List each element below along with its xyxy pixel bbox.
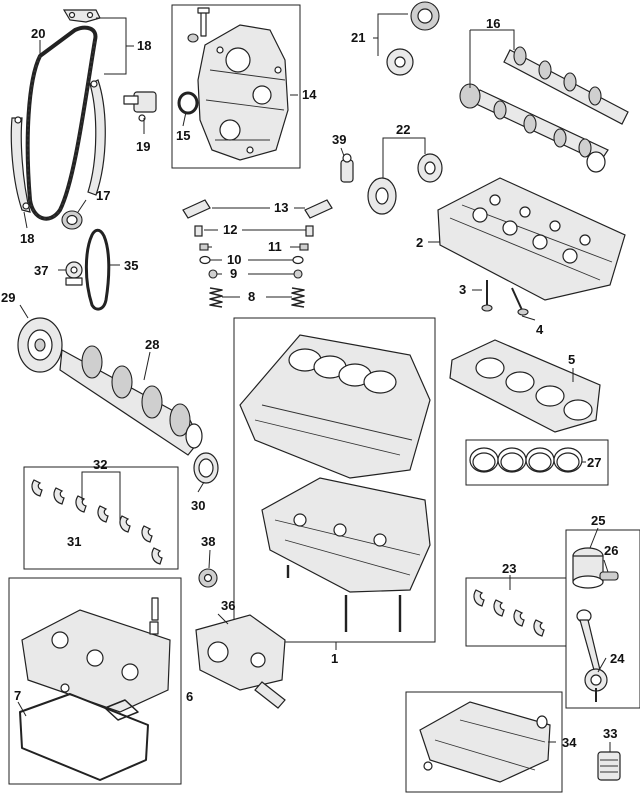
crankshaft	[59, 345, 203, 456]
valve-cover-gasket	[19, 683, 149, 781]
callout-29: 29	[1, 290, 15, 305]
callout-labels: 1 2 3 4 5 6 7 8 9 10 11 12 13 14 15 16 1…	[1, 16, 625, 750]
callout-21: 21	[351, 30, 365, 45]
camshafts	[459, 46, 629, 173]
crank-sprocket	[61, 210, 83, 230]
callout-35: 35	[124, 258, 138, 273]
drive-belt	[84, 228, 111, 311]
timing-cover-bolt	[197, 7, 210, 37]
piston	[572, 547, 619, 589]
exhaust-valve	[511, 287, 529, 316]
piston-rings	[469, 447, 583, 473]
oil-control-valve	[340, 153, 354, 183]
callout-37: 37	[34, 263, 48, 278]
crank-pulley	[17, 317, 63, 373]
callout-28: 28	[145, 337, 159, 352]
callout-17: 17	[96, 188, 110, 203]
rear-main-seal	[193, 452, 219, 484]
head-gasket	[449, 339, 601, 433]
oil-pump	[195, 614, 286, 709]
callout-9: 9	[230, 266, 237, 281]
callout-19: 19	[136, 139, 150, 154]
callout-34: 34	[562, 735, 577, 750]
callout-18a: 18	[137, 38, 151, 53]
intake-valve	[481, 280, 493, 312]
callout-1: 1	[331, 651, 338, 666]
piston-assembly-box	[565, 529, 640, 709]
callout-13: 13	[274, 200, 288, 215]
connecting-rod	[576, 609, 608, 702]
oil-pump-sprocket	[198, 568, 218, 588]
callout-3: 3	[459, 282, 466, 297]
cylinder-head	[437, 177, 626, 301]
callout-11: 11	[268, 239, 282, 254]
oil-pan	[419, 701, 551, 783]
rocker-arms	[182, 199, 333, 219]
rod-bearings	[473, 589, 545, 637]
chain-guide-upper	[62, 9, 101, 23]
callout-5: 5	[568, 352, 575, 367]
callout-2: 2	[416, 235, 423, 250]
oil-cooler	[597, 751, 621, 781]
callout-10: 10	[227, 252, 241, 267]
valve-springs	[209, 287, 305, 308]
timing-cover-plug	[187, 33, 199, 43]
callout-4: 4	[536, 322, 544, 337]
callout-31: 31	[67, 534, 81, 549]
belt-idler	[65, 261, 83, 286]
callout-27: 27	[587, 455, 601, 470]
callout-15: 15	[176, 128, 190, 143]
leader-lines	[17, 13, 611, 752]
callout-32: 32	[93, 457, 107, 472]
callout-36: 36	[221, 598, 235, 613]
front-crank-seal	[177, 91, 199, 115]
lash-adjusters	[194, 225, 314, 237]
callout-18b: 18	[20, 231, 34, 246]
callout-39: 39	[332, 132, 346, 147]
timing-cover-box	[171, 4, 301, 169]
chain-tensioner	[123, 91, 157, 122]
cylinder-block	[239, 334, 431, 479]
valve-cover-box	[8, 577, 182, 785]
callout-30: 30	[191, 498, 205, 513]
callout-6: 6	[186, 689, 193, 704]
timing-cover	[197, 24, 289, 161]
callout-25: 25	[591, 513, 605, 528]
cam-sprocket	[386, 1, 440, 76]
callout-23: 23	[502, 561, 516, 576]
callout-26: 26	[604, 543, 618, 558]
callout-12: 12	[223, 222, 237, 237]
callout-24: 24	[610, 651, 625, 666]
valve-seals	[208, 269, 303, 279]
chain-guide-left	[10, 116, 31, 213]
callout-14: 14	[302, 87, 317, 102]
timing-chain	[25, 25, 98, 221]
callout-16: 16	[486, 16, 500, 31]
callout-22: 22	[396, 122, 410, 137]
callout-8: 8	[248, 289, 255, 304]
chain-tensioner-arm	[87, 79, 106, 196]
callout-33: 33	[603, 726, 617, 741]
oil-pan-box	[405, 691, 563, 793]
crank-bearings-box	[23, 466, 179, 570]
callout-7: 7	[14, 688, 21, 703]
lower-crankcase	[261, 477, 431, 593]
pistons-box	[465, 439, 609, 486]
valve-retainers	[199, 255, 304, 265]
main-bearings	[31, 479, 163, 565]
vacuum-pump	[367, 153, 443, 215]
callout-20: 20	[31, 26, 45, 41]
engine-block-box	[233, 317, 436, 643]
block-bolts	[286, 565, 402, 632]
callout-38: 38	[201, 534, 215, 549]
valve-cover	[21, 597, 171, 713]
